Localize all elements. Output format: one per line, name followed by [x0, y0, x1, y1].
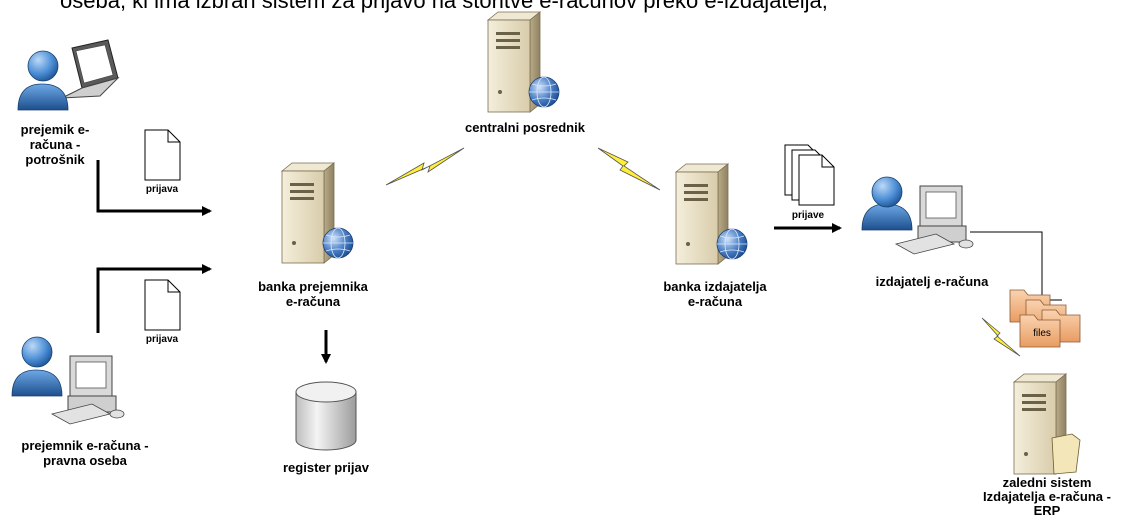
- label-bank-recipient-line1: banka prejemnika: [258, 279, 368, 294]
- label-erp-line1: zaledni sistem: [1002, 475, 1092, 490]
- server-globe-icon: [674, 163, 748, 265]
- label-central: centralni posrednik: [440, 120, 610, 135]
- label-legal: prejemnik e-računa - pravna oseba: [0, 438, 170, 468]
- server-globe-icon: [280, 162, 354, 264]
- folder-label-files: files: [1033, 328, 1051, 339]
- server-globe-icon: [486, 11, 560, 113]
- label-consumer-line3: potrošnik: [25, 152, 85, 167]
- user-laptop-icon: [17, 39, 120, 111]
- label-legal-line1: prejemnik e-računa -: [21, 438, 149, 453]
- label-register-line1: register prijav: [283, 460, 369, 475]
- label-erp: zaledni sistem Izdajatelja e-računa - ER…: [972, 476, 1122, 518]
- label-bank-issuer-line2: e-računa: [687, 294, 743, 309]
- label-legal-line2: pravna oseba: [43, 453, 127, 468]
- label-erp-line2: Izdajatelja e-računa -: [983, 489, 1111, 504]
- doc-label-prijave: prijave: [791, 210, 825, 221]
- doc-label-prijava-top: prijava: [145, 184, 179, 195]
- label-bank-issuer-line1: banka izdajatelja: [663, 279, 767, 294]
- user-desktop-icon: [11, 336, 125, 425]
- connectors: [96, 160, 842, 364]
- arrow-legal-to-bank: [96, 264, 212, 333]
- label-issuer-line1: izdajatelj e-računa: [875, 274, 989, 289]
- issuer-to-files-link: [970, 231, 1062, 301]
- header-text: oseba, ki ima izbran sistem za prijavo n…: [60, 0, 828, 13]
- database-icon: [295, 381, 357, 451]
- label-register: register prijav: [260, 460, 392, 475]
- document-icon: [144, 129, 835, 331]
- label-erp-line3: ERP: [1033, 503, 1061, 518]
- doc-label-prijava-bottom: prijava: [145, 334, 179, 345]
- folders-icon: [1009, 289, 1081, 348]
- label-bank-issuer: banka izdajatelja e-računa: [640, 279, 790, 309]
- server-document-icon: [1012, 373, 1081, 475]
- lightning-icon: [385, 147, 1021, 357]
- label-bank-recipient: banka prejemnika e-računa: [238, 279, 388, 309]
- user-desktop-icon: [861, 176, 974, 255]
- label-issuer: izdajatelj e-računa: [852, 274, 1012, 289]
- label-central-line1: centralni posrednik: [465, 120, 585, 135]
- label-consumer: prejemik e- računa - potrošnik: [0, 122, 110, 167]
- label-bank-recipient-line2: e-računa: [285, 294, 341, 309]
- arrow-consumer-to-bank: [96, 160, 212, 216]
- label-consumer-line1: prejemik e-: [20, 122, 90, 137]
- label-consumer-line2: računa -: [29, 137, 81, 152]
